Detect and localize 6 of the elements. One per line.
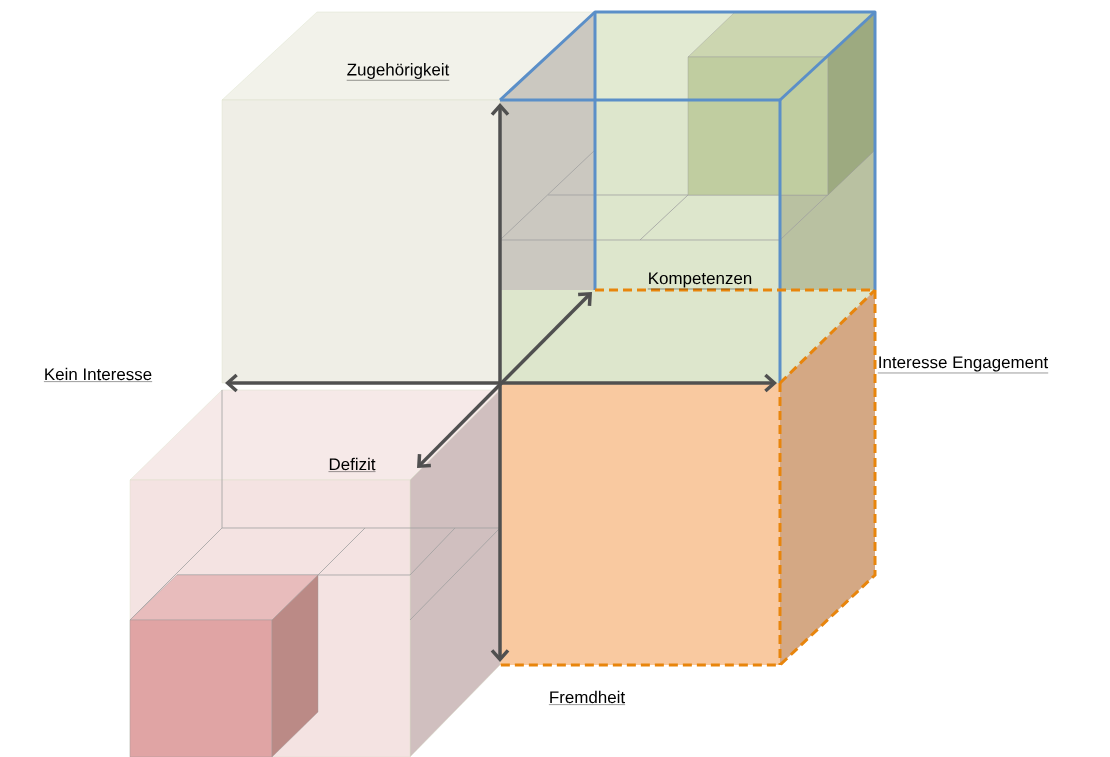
axis-label: Kein Interesse [43,367,153,382]
axis-label: Fremdheit [548,690,626,705]
axis-label: Zugehörigkeit [346,63,450,81]
axis-label: Interesse Engagement [877,356,1049,374]
axis-label: Kompetenzen [647,272,753,290]
axis-label: Defizit [328,457,376,472]
